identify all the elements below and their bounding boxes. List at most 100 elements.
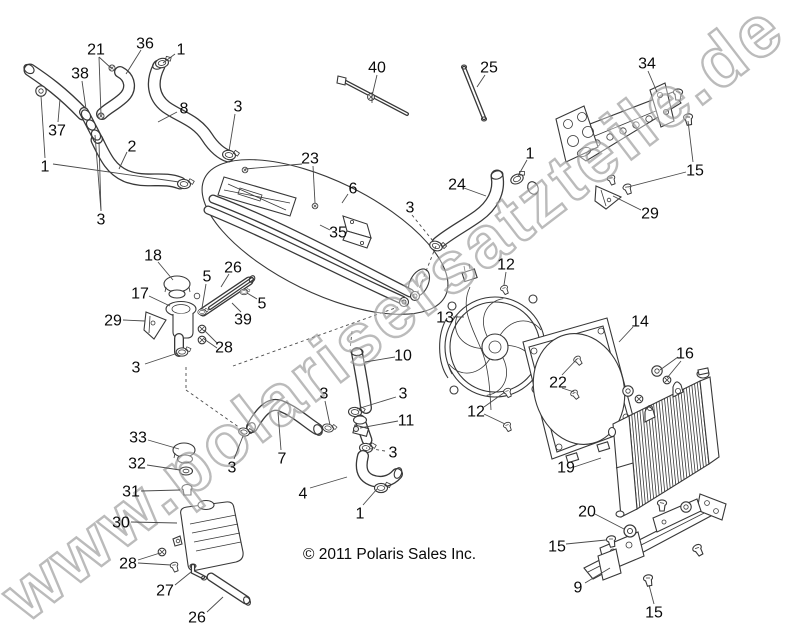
callout-31: 31 [122, 484, 140, 501]
screw-icon [241, 166, 249, 174]
leader-line [483, 413, 506, 425]
leader-line [146, 464, 181, 471]
screw-icon [656, 499, 668, 512]
leader-line [233, 435, 244, 460]
callout-5: 5 [258, 296, 267, 313]
leader-line [627, 171, 687, 188]
screw-icon [197, 324, 207, 334]
leader-line [561, 387, 575, 393]
construction-lines [185, 245, 437, 429]
callout-29: 29 [104, 313, 122, 330]
callout-21: 21 [87, 42, 105, 59]
callout-37: 37 [48, 123, 66, 140]
screw-icon [499, 283, 511, 296]
leader-line [324, 400, 331, 426]
part-tunnel-cooler [201, 159, 449, 315]
callout-30: 30 [112, 515, 130, 532]
leader-line [137, 562, 172, 566]
leader-line [503, 271, 507, 286]
leader-line [364, 356, 396, 363]
leader-line [40, 95, 46, 159]
part-lower-bracket [583, 493, 727, 588]
part-cooling-fan [439, 263, 546, 433]
callout-1: 1 [356, 506, 365, 523]
callout-12: 12 [467, 404, 485, 421]
callout-4: 4 [299, 486, 308, 503]
fan-connector [461, 268, 478, 283]
callout-5: 5 [203, 269, 212, 286]
screw-icon [642, 573, 655, 588]
callout-1: 1 [41, 159, 50, 176]
leader-line [659, 356, 679, 371]
callout-22: 22 [549, 375, 567, 392]
callout-12: 12 [497, 257, 515, 274]
part-lower-hoses [237, 347, 403, 494]
callout-10: 10 [394, 348, 412, 365]
leader-line [483, 391, 506, 408]
leader-line [517, 159, 528, 177]
leader-line [594, 513, 625, 530]
leader-line [371, 74, 378, 97]
screw-icon [690, 542, 706, 558]
part-upper-bracket [555, 82, 695, 210]
callout-16: 16 [676, 346, 694, 363]
leader-line [122, 319, 146, 322]
screw-icon [311, 202, 319, 210]
leader-line [476, 74, 486, 88]
leader-line [201, 283, 207, 309]
callout-26: 26 [188, 610, 206, 627]
callout-6: 6 [349, 181, 358, 198]
part-mount-rods [336, 64, 488, 122]
leader-line [687, 120, 694, 163]
radiator-fins [631, 382, 707, 508]
leader-line [203, 338, 218, 349]
leader-line [174, 571, 192, 586]
leader-line [81, 80, 87, 110]
callout-3: 3 [132, 360, 141, 377]
leader-line [98, 141, 102, 212]
callout-14: 14 [631, 314, 649, 331]
callout-32: 32 [128, 456, 146, 473]
callout-23: 23 [301, 151, 319, 168]
leader-line [319, 224, 331, 231]
callout-11: 11 [398, 413, 415, 430]
leader-line [220, 273, 230, 288]
leader-line [356, 396, 397, 410]
callout-1: 1 [526, 146, 535, 163]
callout-3: 3 [389, 445, 398, 462]
leader-line [666, 360, 682, 379]
clamp-icon [175, 346, 192, 357]
leader-line [244, 163, 303, 170]
screw-icon [168, 560, 181, 574]
callout-15: 15 [645, 605, 663, 622]
callout-40: 40 [368, 60, 386, 77]
leader-line [648, 584, 655, 605]
callout-20: 20 [578, 504, 596, 521]
grommet-icon [623, 524, 637, 538]
nut-icon [680, 501, 692, 513]
leader-line [309, 476, 348, 489]
leader-line [228, 113, 236, 152]
screw-icon [502, 420, 514, 433]
leader-line [341, 193, 349, 204]
fan-wire [465, 286, 492, 411]
leader-line [94, 134, 102, 212]
callout-17: 17 [131, 286, 149, 303]
leader-line [362, 488, 378, 506]
leader-line [157, 261, 174, 281]
leader-line [231, 302, 242, 313]
leader-line [125, 49, 142, 75]
leader-line [277, 411, 282, 451]
callout-9: 9 [574, 580, 583, 597]
callout-15: 15 [548, 539, 566, 556]
leader-line [618, 326, 634, 343]
part-fan-shroud [522, 317, 637, 464]
leader-line [206, 596, 224, 613]
leader-line [573, 457, 602, 468]
clamp-icon [35, 85, 47, 97]
callout-26: 26 [224, 260, 242, 277]
callout-3: 3 [406, 200, 415, 217]
